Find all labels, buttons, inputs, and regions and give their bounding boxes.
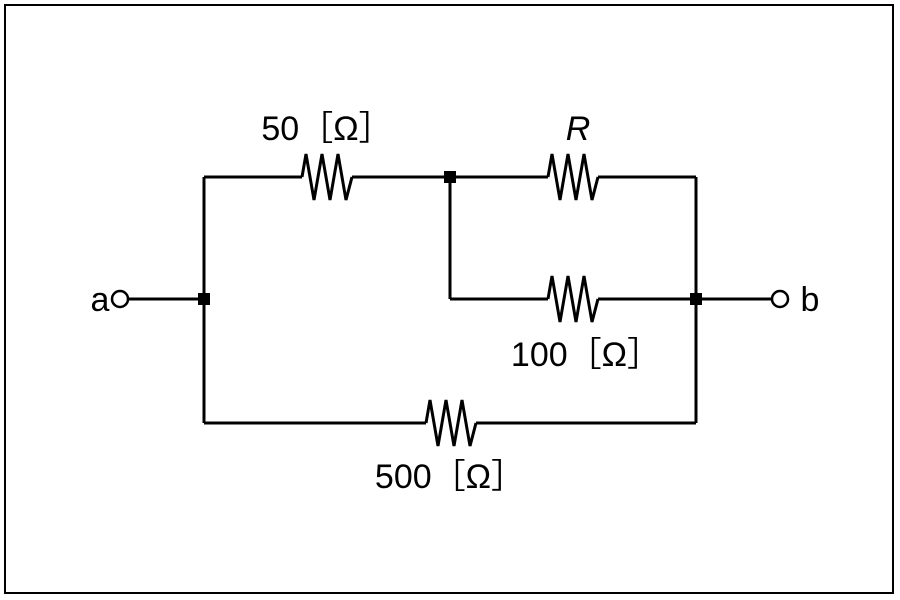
terminal-a-label: a bbox=[91, 281, 110, 319]
resistor-500-label: 500［Ω］ bbox=[375, 458, 525, 496]
junction-middle bbox=[444, 171, 456, 183]
resistor-100-ohm bbox=[546, 275, 600, 323]
resistor-r bbox=[546, 153, 600, 201]
junction-right bbox=[690, 293, 702, 305]
terminal-b-circle bbox=[770, 289, 790, 309]
resistors bbox=[300, 153, 600, 447]
resistor-100-label: 100［Ω］ bbox=[511, 336, 661, 374]
resistor-50-label: 50［Ω］ bbox=[261, 110, 392, 148]
diagram-frame bbox=[4, 4, 894, 594]
wires bbox=[128, 175, 772, 425]
junctions bbox=[198, 171, 702, 305]
resistor-500-ohm bbox=[424, 399, 478, 447]
terminal-b-label: b bbox=[801, 281, 820, 319]
terminal-a-circle bbox=[110, 289, 130, 309]
resistor-r-label: R bbox=[566, 110, 591, 148]
resistor-50-ohm bbox=[300, 153, 354, 201]
junction-left bbox=[198, 293, 210, 305]
